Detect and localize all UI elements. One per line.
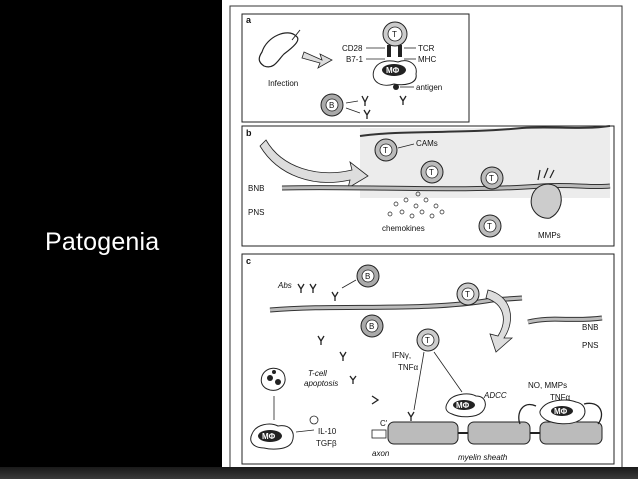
- infection-organism-icon: [258, 32, 299, 68]
- pns-label-b: PNS: [248, 208, 264, 217]
- tcr-label: TCR: [418, 44, 435, 53]
- ifn-label: IFNγ,: [392, 351, 411, 360]
- antibody-icon: [399, 95, 407, 105]
- antibody-icon: [363, 109, 371, 119]
- panel-c: c Abs B BNB PNS T: [241, 253, 615, 465]
- b-cell-label: B: [365, 272, 370, 281]
- slide-title: Patogenia: [45, 228, 160, 256]
- panel-a: a Infection T CD28 B7-1 TCR: [241, 13, 470, 123]
- antibody-icon: [317, 335, 325, 345]
- macrophage-label: MΦ: [386, 66, 400, 75]
- tcell-apoptosis-label-1: T-cell: [308, 369, 327, 378]
- antibody-icon: [407, 411, 415, 421]
- macrophage-label: MΦ: [554, 407, 568, 416]
- t-cell-label: T: [487, 222, 492, 231]
- bnb-label-b: BNB: [248, 184, 264, 193]
- tnf-label: TNFα: [398, 363, 419, 372]
- chemokine-dots: [387, 191, 445, 219]
- axon-label: axon: [372, 449, 390, 458]
- mhc-label: MHC: [418, 55, 436, 64]
- antibody-icon: [331, 291, 339, 301]
- b-cell-label: B: [369, 322, 374, 331]
- infection-arrow-icon: [301, 51, 333, 69]
- no-mmps-label: NO, MMPs: [528, 381, 567, 390]
- b-cell-label: B: [329, 101, 334, 110]
- pathogenesis-diagram: a Infection T CD28 B7-1 TCR: [222, 0, 638, 479]
- adcc-label: ADCC: [483, 391, 507, 400]
- t-cell-label: T: [383, 146, 388, 155]
- antibody-icon: [297, 283, 305, 293]
- b71-label: B7-1: [346, 55, 363, 64]
- pathogenesis-figure: a Infection T CD28 B7-1 TCR: [222, 0, 638, 479]
- il10-label: IL-10: [318, 427, 337, 436]
- cams-label: CAMs: [416, 139, 438, 148]
- antibody-icon: [339, 351, 347, 361]
- tcell-apoptosis-label-2: apoptosis: [304, 379, 338, 388]
- t-cell-label: T: [489, 174, 494, 183]
- pns-label-c: PNS: [582, 341, 598, 350]
- t-cell-label: T: [392, 30, 397, 39]
- mmps-label: MMPs: [538, 231, 561, 240]
- panel-b: b BNB PNS T CAMs T: [241, 125, 615, 247]
- panel-a-letter: a: [246, 15, 252, 25]
- chemokines-label: chemokines: [382, 224, 425, 233]
- macrophage-label: MΦ: [456, 401, 470, 410]
- panel-b-letter: b: [246, 128, 252, 138]
- migration-arrow-icon: [259, 139, 369, 189]
- antibody-icon: [309, 283, 317, 293]
- antibody-icon: [361, 95, 369, 106]
- c-prime-label: C': [380, 419, 388, 428]
- panel-c-letter: c: [246, 256, 251, 266]
- macrophage-label: MΦ: [262, 432, 276, 441]
- abs-label: Abs: [277, 281, 292, 290]
- bnb-label-c: BNB: [582, 323, 598, 332]
- antigen-label: antigen: [416, 83, 442, 92]
- myelin-label: myelin sheath: [458, 453, 508, 462]
- infection-label: Infection: [268, 79, 298, 88]
- tgfb-label: TGFβ: [316, 439, 337, 448]
- t-cell-label: T: [465, 290, 470, 299]
- transmigrating-cell-icon: [530, 183, 562, 219]
- slide-footer-bar: [0, 467, 638, 479]
- t-cell-label: T: [429, 168, 434, 177]
- t-cell-label: T: [425, 336, 430, 345]
- migration-arrow-icon: [485, 289, 514, 353]
- antibody-icon: [349, 375, 357, 384]
- cd28-label: CD28: [342, 44, 363, 53]
- tnf2-label: TNFα: [550, 393, 571, 402]
